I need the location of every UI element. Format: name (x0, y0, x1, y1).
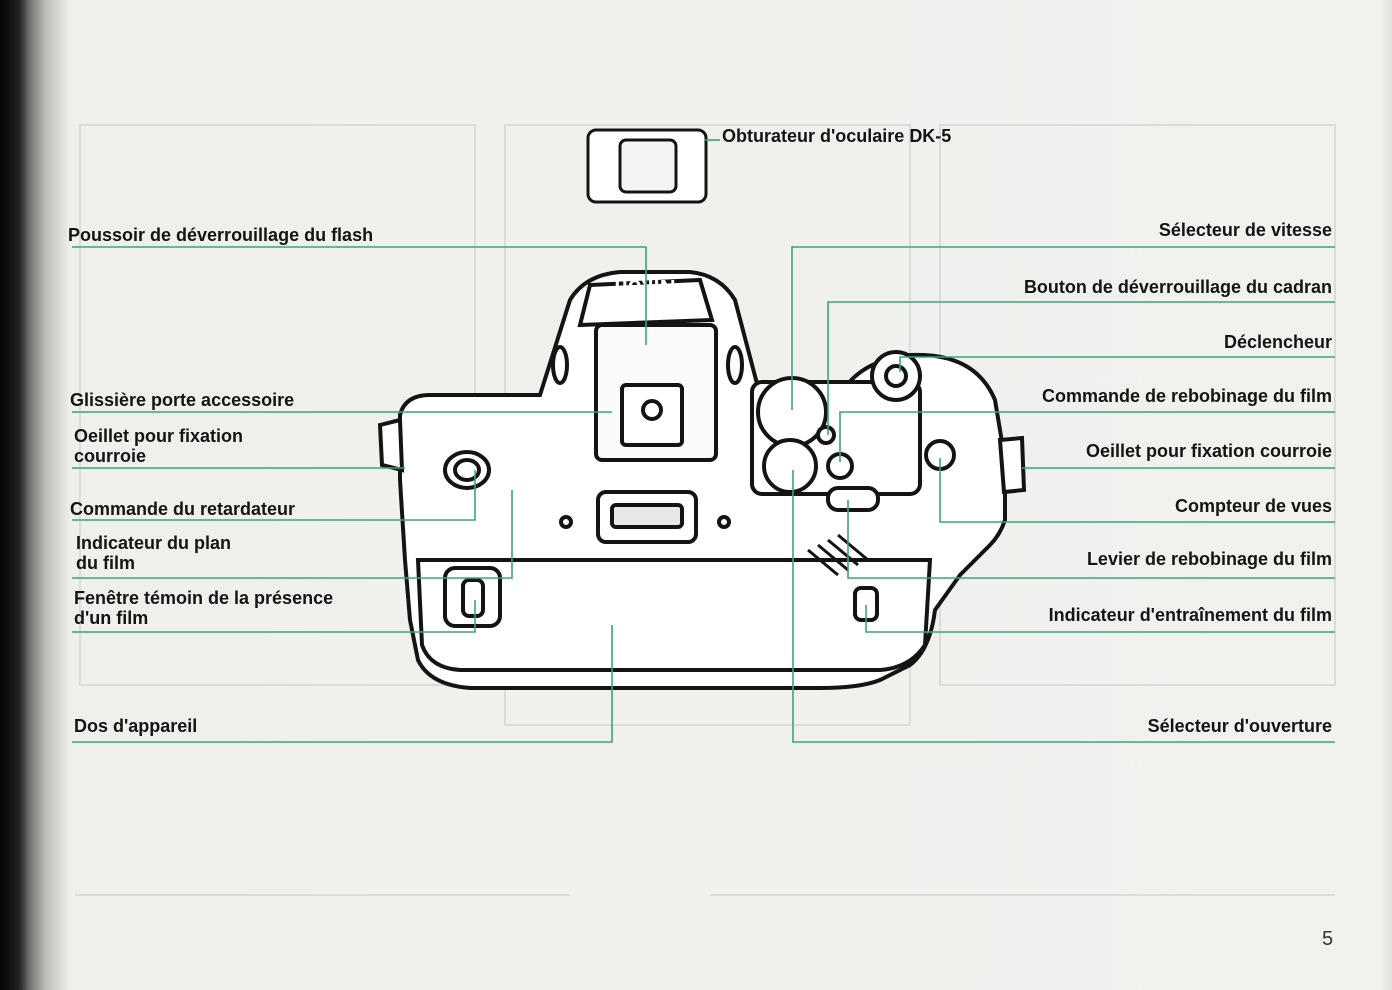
label-rewind-lever: Levier de rebobinage du film (1086, 549, 1332, 569)
label-accessory-shoe: Glissière porte accessoire (70, 390, 295, 410)
leader-lines (72, 139, 1335, 743)
label-film-window-2: d'un film (74, 608, 149, 628)
label-frame-counter: Compteur de vues (1174, 496, 1332, 516)
label-eyepiece-cap: Obturateur d'oculaire DK-5 (722, 126, 952, 146)
eyepiece-cap-drawing (586, 128, 708, 204)
label-strap-eyelet-left-2: courroie (74, 446, 147, 466)
label-strap-eyelet-left-1: Oeillet pour fixation (74, 426, 244, 446)
label-self-timer: Commande du retardateur (70, 499, 296, 519)
label-flash-release: Poussoir de déverrouillage du flash (68, 225, 374, 245)
label-strap-eyelet-right: Oeillet pour fixation courroie (1085, 441, 1332, 461)
label-shutter-release: Déclencheur (1223, 332, 1332, 352)
brand-logo: Nikon (614, 275, 675, 300)
label-film-advance: Indicateur d'entraînement du film (1048, 605, 1332, 625)
label-dial-lock: Bouton de déverrouillage du cadran (1023, 277, 1332, 297)
label-film-window-1: Fenêtre témoin de la présence (74, 588, 334, 608)
label-rewind-button: Commande de rebobinage du film (1041, 386, 1332, 406)
binding-gutter (0, 0, 70, 990)
label-aperture-selector: Sélecteur d'ouverture (1147, 716, 1332, 736)
camera-body-drawing (377, 270, 1027, 690)
label-film-plane-2: du film (76, 553, 135, 573)
label-film-plane-1: Indicateur du plan (76, 533, 232, 553)
label-camera-back: Dos d'appareil (74, 716, 198, 736)
page-number: 5 (1322, 928, 1334, 950)
label-shutter-speed: Sélecteur de vitesse (1158, 220, 1332, 240)
